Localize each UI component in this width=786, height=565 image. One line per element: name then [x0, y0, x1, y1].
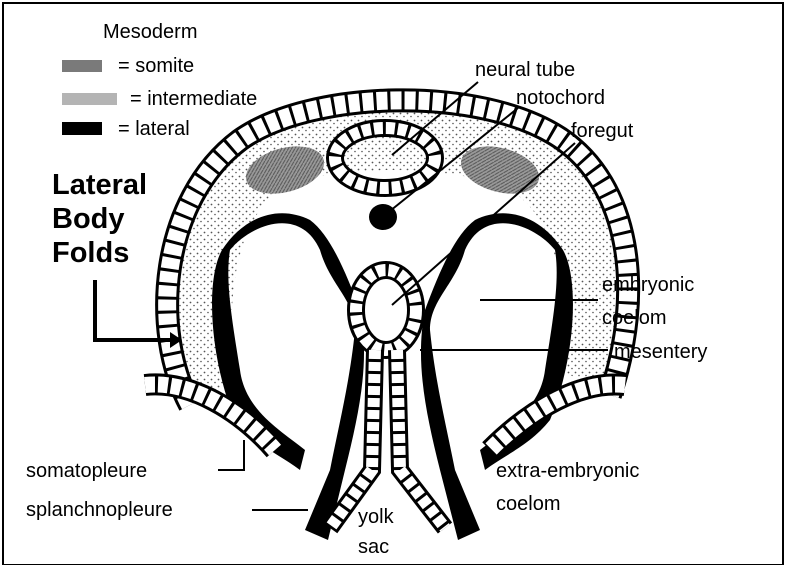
label-mesentery: mesentery: [614, 341, 707, 363]
side-title-line1: Lateral: [52, 169, 147, 201]
legend-label-lateral: = lateral: [118, 118, 190, 140]
leader-somatopleure: [218, 440, 244, 470]
legend-label-somite: = somite: [118, 55, 194, 77]
side-title-line3: Folds: [52, 237, 129, 269]
label-notochord: notochord: [516, 87, 605, 109]
label-extra-embryonic-coelom-line1: extra-embryonic: [496, 460, 639, 482]
label-embryonic-coelom-line2: coelom: [602, 307, 666, 329]
label-yolk-sac-line2: sac: [358, 536, 389, 558]
lateral-mesoderm-right: [421, 213, 573, 540]
legend-swatch-lateral: [62, 122, 102, 135]
legend-swatch-intermediate: [62, 93, 117, 105]
label-neural-tube: neural tube: [475, 59, 575, 81]
legend-title: Mesoderm: [103, 21, 197, 43]
label-splanchnopleure: splanchnopleure: [26, 499, 173, 521]
side-title-line2: Body: [52, 203, 125, 235]
legend-label-intermediate: = intermediate: [130, 88, 257, 110]
label-embryonic-coelom-line1: embryonic: [602, 274, 694, 296]
label-extra-embryonic-coelom-line2: coelom: [496, 493, 560, 515]
label-somatopleure: somatopleure: [26, 460, 147, 482]
legend-swatch-somite: [62, 60, 102, 72]
label-yolk-sac-line1: yolk: [358, 506, 395, 528]
label-foregut: foregut: [571, 120, 634, 142]
